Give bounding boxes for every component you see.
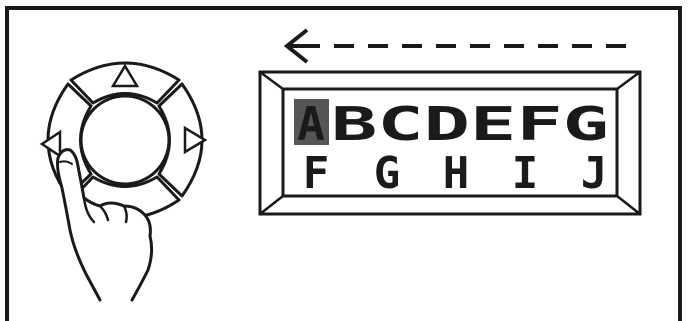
lcd-row-1: BCDEFG	[331, 97, 609, 151]
lcd-row-2-char: I	[512, 148, 539, 199]
left-arrow-icon	[287, 30, 628, 62]
lcd-row-2-char: G	[374, 148, 401, 199]
center-button[interactable]	[81, 96, 169, 184]
lcd-highlighted-char: A	[297, 97, 325, 151]
lcd-row-2-char: F	[303, 148, 330, 199]
lcd-display: A BCDEFG F G H I J	[260, 72, 640, 214]
lcd-row-2-char: H	[443, 148, 470, 199]
lcd-row-2-char: J	[581, 148, 608, 199]
